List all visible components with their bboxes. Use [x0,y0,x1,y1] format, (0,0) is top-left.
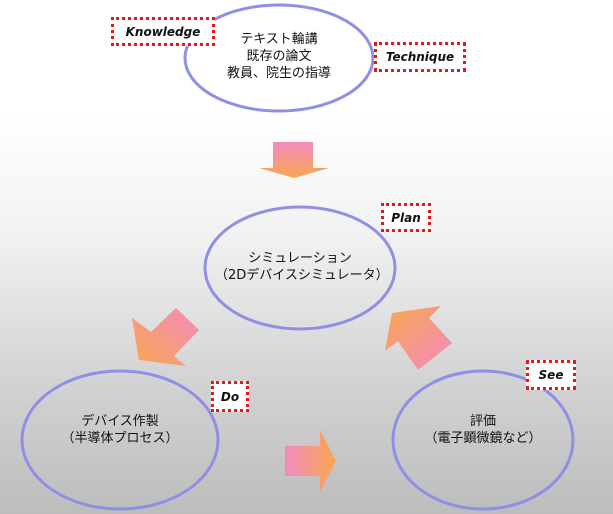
evaluation-line-1: 評価 [469,414,496,429]
evaluation-node-text: 評価 （電子顕微鏡など） [410,413,556,447]
simulation-node-text: シミュレーション （2Dデバイスシミュレータ） [215,250,389,284]
see-tag: See [526,360,576,390]
device-ellipse [20,369,220,511]
do-tag: Do [211,381,249,412]
arrow-down-left [132,308,199,366]
device-line-1: デバイス作製 [81,414,159,429]
knowledge-ellipse [183,3,375,113]
simulation-ellipse [203,205,397,331]
knowledge-tag: Knowledge [111,17,215,46]
plan-tag: Plan [381,203,431,232]
arrow-down [259,142,329,178]
arrow-up-left [385,306,452,370]
simulation-line-1: シミュレーション [248,251,352,266]
arrow-right [285,430,336,492]
knowledge-line-3: 教員、院生の指導 [226,66,331,81]
knowledge-line-2: 既存の論文 [246,49,312,64]
knowledge-line-1: テキスト輪講 [240,32,318,47]
evaluation-ellipse [391,369,575,511]
evaluation-line-2: （電子顕微鏡など） [424,431,542,446]
device-line-2: （半導体プロセス） [61,431,179,446]
device-node-text: デバイス作製 （半導体プロセス） [50,413,190,447]
technique-tag: Technique [374,42,466,72]
knowledge-node-text: テキスト輪講 既存の論文 教員、院生の指導 [209,31,349,82]
simulation-line-2: （2Dデバイスシミュレータ） [215,268,389,283]
